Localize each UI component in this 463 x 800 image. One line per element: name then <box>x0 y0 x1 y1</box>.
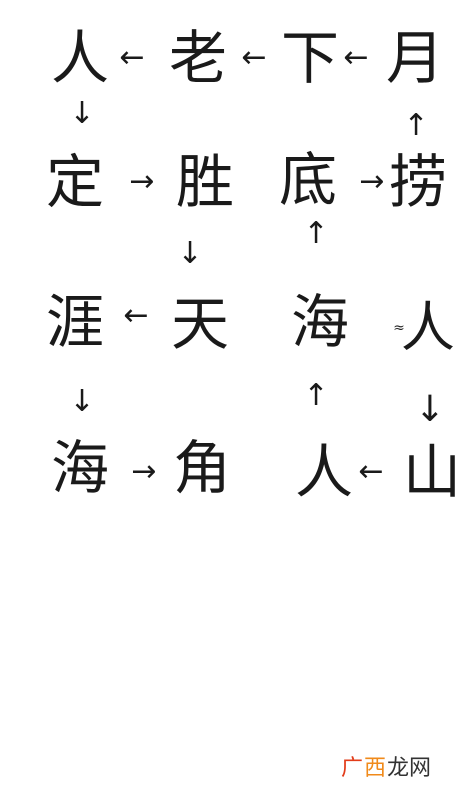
arrow-down: ↓ <box>177 236 203 271</box>
site-watermark: 广 西 龙网 <box>341 750 431 782</box>
char-r1-c1: 人 <box>50 24 109 92</box>
arrow-right: → <box>131 454 157 489</box>
char-r3-c4: ≈人 <box>384 288 463 368</box>
char-r4-c4: 山 <box>402 438 461 506</box>
arrow-left: ← <box>358 454 384 489</box>
watermark-part1: 广 <box>340 756 363 781</box>
arrow-left: ← <box>119 40 145 75</box>
arrow-up: ↑ <box>303 378 329 413</box>
arrow-up: ↑ <box>403 108 429 143</box>
watermark-part3: 龙网 <box>386 756 431 781</box>
char-r3-c1: 涯 <box>45 288 104 356</box>
arrow-up: ↑ <box>303 216 329 251</box>
char-r2-c3: 底 <box>278 146 337 214</box>
char-r1-c4: 月 <box>385 24 444 92</box>
char-r4-c1: 海 <box>50 434 109 502</box>
char-r1-c2: 老 <box>168 24 227 92</box>
arrow-left: ← <box>123 298 149 333</box>
char-r2-c2: 胜 <box>175 148 234 216</box>
char-r3-c2: 天 <box>170 290 229 358</box>
arrow-right: → <box>129 164 155 199</box>
arrow-down: ↓ <box>414 389 446 430</box>
char-r2-c4: 捞 <box>388 148 447 216</box>
arrow-left: ← <box>343 40 369 75</box>
char-r1-c3: 下 <box>280 24 339 92</box>
arrow-down: ↓ <box>69 384 95 419</box>
char-r2-c1: 定 <box>45 148 104 216</box>
arrow-left: ← <box>241 40 267 75</box>
char-r4-c3: 人 <box>294 438 353 506</box>
char-r3-c3: 海 <box>290 288 349 356</box>
arrow-right: → <box>359 164 385 199</box>
char-r3-c4-text: 人 <box>400 296 455 359</box>
char-r4-c2: 角 <box>172 434 231 502</box>
arrow-down: ↓ <box>69 96 95 131</box>
watermark-part2: 西 <box>363 756 386 781</box>
scribble-mark: ≈ <box>393 320 405 336</box>
